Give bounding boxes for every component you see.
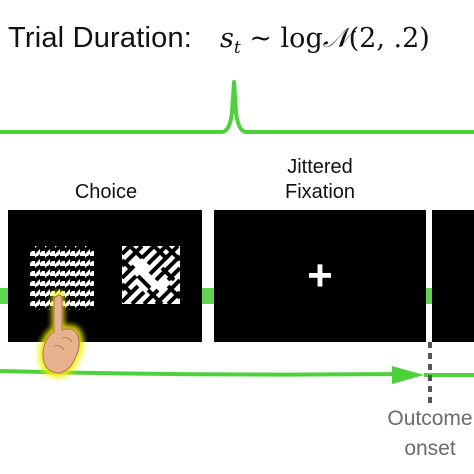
fixation-panel: + [214,210,426,342]
maze-pattern[interactable] [120,244,182,306]
outcome-panel [432,210,474,342]
formula-params: (2, .2) [348,23,430,54]
fixation-label-line1: Jittered [287,156,353,178]
title-label: Trial Duration: [8,22,193,54]
duration-spike-line [0,80,474,134]
duration-formula: st ~ log𝒩(2, .2) [220,23,430,58]
fixation-label-line2: Fixation [284,181,356,203]
pointing-hand-icon [38,290,84,378]
formula-operator: ~ log [249,23,323,54]
formula-distribution: 𝒩 [322,23,349,54]
formula-subscript: t [233,38,241,58]
outcome-label-line1: Outcome [387,407,473,430]
response-arrow-head [392,366,424,384]
outcome-label-line2: onset [404,437,456,460]
fixation-cross: + [307,251,333,300]
choice-label: Choice [74,181,138,203]
fixation-label: Jittered Fixation [214,155,426,205]
outcome-onset-label: Outcome onset [380,404,474,464]
trial-duration-title: Trial Duration: st ~ log𝒩(2, .2) [8,22,430,62]
formula-variable: s [220,23,234,54]
